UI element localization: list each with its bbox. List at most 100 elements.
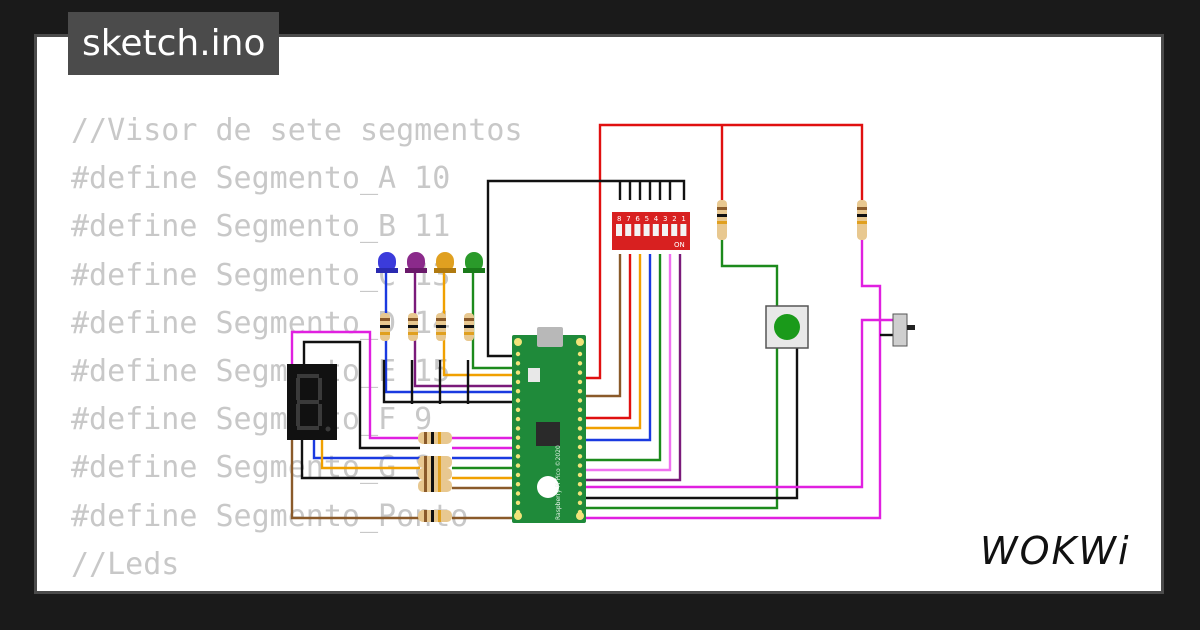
resistor-led-4: [464, 313, 474, 341]
pico-pin[interactable]: [577, 500, 583, 505]
dip-pin-label: 3: [663, 215, 667, 223]
dip-lever[interactable]: [652, 224, 659, 236]
pico-pin[interactable]: [515, 361, 521, 366]
wire-switch-magenta: [578, 240, 882, 520]
pico-pin[interactable]: [515, 472, 521, 478]
pico-pin[interactable]: [577, 351, 583, 357]
code-line: #define Segmento_A 10: [71, 161, 451, 197]
push-button[interactable]: [765, 305, 809, 349]
pico-pin[interactable]: [515, 351, 521, 357]
dip-lever[interactable]: [680, 224, 687, 236]
pico-pin[interactable]: [577, 509, 583, 515]
led-green[interactable]: [463, 252, 485, 273]
seven-segment-display[interactable]: [287, 364, 337, 440]
pico-pin[interactable]: [577, 370, 583, 375]
resistor-seg-4: [418, 480, 452, 492]
pico-pin[interactable]: [515, 379, 521, 385]
pico-pin[interactable]: [515, 500, 521, 505]
dip-pin-label: 6: [635, 215, 640, 223]
pico-pin[interactable]: [515, 389, 521, 394]
pico-pin[interactable]: [515, 398, 521, 403]
pico-pin[interactable]: [577, 454, 583, 459]
pico-pin[interactable]: [515, 491, 521, 496]
resistor-led-1: [380, 313, 390, 341]
pico-pin[interactable]: [577, 463, 583, 468]
wire-vcc-red: [578, 123, 864, 380]
wire-dip-6: [578, 254, 642, 430]
pico-pin[interactable]: [577, 379, 583, 385]
wire-dip-gnd-taps: [618, 181, 672, 200]
wire-seg-dp: [290, 438, 420, 520]
pico-pin[interactable]: [577, 472, 583, 478]
wire-dip-4: [578, 254, 662, 462]
pico-pin[interactable]: [515, 426, 521, 431]
wire-button-gnd: [578, 348, 799, 500]
wire-seg-e: [300, 438, 420, 480]
pico-pin[interactable]: [577, 482, 583, 487]
wire-dip-5: [578, 254, 652, 442]
pico-pin[interactable]: [515, 416, 521, 422]
dip-switch-levers: [616, 224, 687, 236]
pico-pin[interactable]: [515, 463, 521, 468]
wire-seg-ab-out: [452, 436, 518, 450]
pico-pin[interactable]: [515, 407, 521, 412]
dip-lever[interactable]: [616, 224, 622, 236]
file-tab-label: sketch.ino: [82, 23, 266, 64]
slide-switch[interactable]: [892, 313, 915, 347]
wire-seg-a: [290, 330, 420, 440]
pico-pin[interactable]: [515, 482, 521, 487]
pullup-resistor-2: [857, 200, 867, 240]
resistor-seg-5: [418, 510, 452, 522]
dip-pin-label: 2: [672, 215, 676, 223]
wire-seg-b: [302, 340, 420, 450]
resistor-led-2: [408, 313, 418, 341]
led-blue[interactable]: [376, 252, 398, 273]
pico-pin[interactable]: [577, 444, 583, 450]
pico-pin[interactable]: [515, 370, 521, 375]
pico-pin[interactable]: [577, 491, 583, 496]
resistor-led-3: [436, 313, 446, 341]
pico-pin[interactable]: [577, 361, 583, 366]
dip-lever[interactable]: [662, 224, 668, 236]
dip-pin-label: 5: [645, 215, 649, 223]
code-line: //Leds: [71, 546, 180, 582]
pico-pin[interactable]: [577, 398, 583, 403]
dip-lever[interactable]: [625, 224, 632, 236]
code-line: #define Segmento_B 11: [71, 209, 451, 245]
wire-dip-3: [578, 254, 672, 472]
wire-seg-c: [312, 438, 420, 460]
pico-pin[interactable]: [577, 435, 583, 440]
code-line: //Visor de sete segmentos: [71, 113, 523, 148]
code-line: #define Segmento_C 13: [71, 257, 451, 293]
resistor-seg-2: [418, 456, 452, 468]
raspberry-pi-pico[interactable]: Raspberry Pi Pico ©2020: [512, 327, 586, 523]
segment-resistors: [418, 432, 452, 522]
pico-pin[interactable]: [515, 454, 521, 459]
code-line: #define Segmento_D 14: [71, 305, 451, 341]
pico-pin[interactable]: [515, 435, 521, 440]
led-yellow[interactable]: [434, 252, 456, 273]
led-resistors: [380, 313, 474, 341]
pico-pin[interactable]: [577, 389, 583, 394]
pico-pin[interactable]: [577, 426, 583, 431]
led-purple[interactable]: [405, 252, 427, 273]
file-tab[interactable]: sketch.ino: [68, 12, 280, 75]
pico-pin[interactable]: [515, 509, 521, 515]
wire-switch-magenta-2: [578, 318, 893, 489]
wire-dip-2: [578, 254, 682, 482]
pico-pin[interactable]: [577, 416, 583, 422]
pico-pin[interactable]: [515, 444, 521, 450]
wire-led-orange: [442, 270, 518, 377]
dip-lever[interactable]: [643, 224, 650, 236]
dip-lever[interactable]: [671, 224, 678, 236]
pico-pins: [515, 351, 583, 515]
wire-dip-7: [578, 254, 632, 420]
wokwi-logo: WOKWi: [980, 529, 1129, 573]
pico-pin[interactable]: [577, 407, 583, 412]
wire-dip-8: [578, 254, 622, 398]
dip-pin-label: 1: [681, 215, 685, 223]
dip-lever[interactable]: [634, 224, 641, 236]
dip-pin-label: 4: [654, 215, 659, 223]
